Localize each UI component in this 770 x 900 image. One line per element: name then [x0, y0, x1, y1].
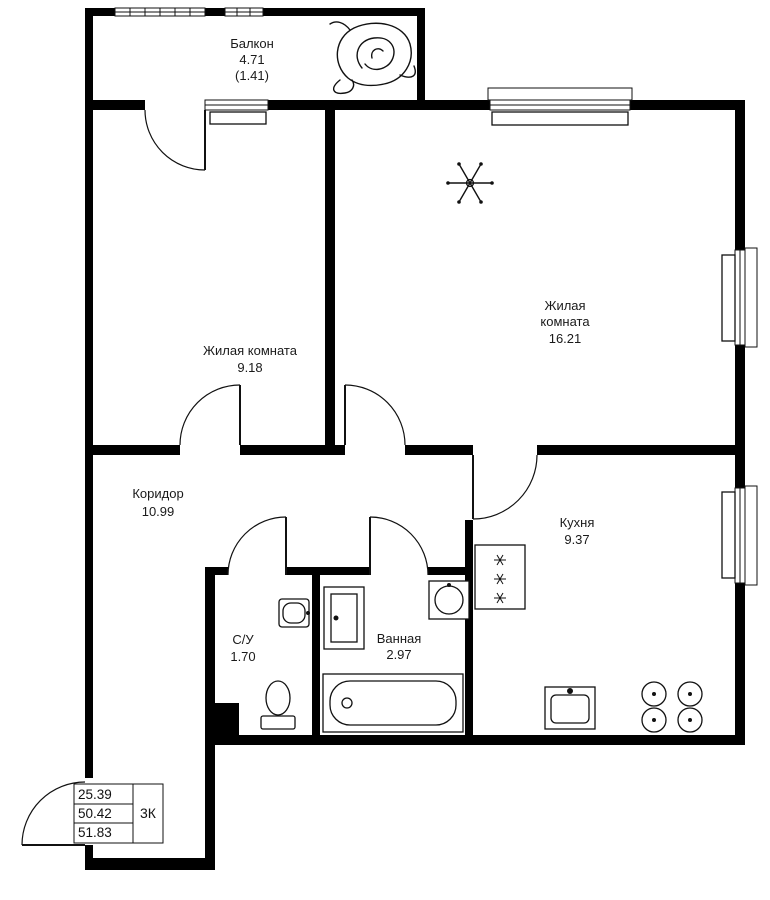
wall-right	[735, 100, 745, 250]
radiator	[721, 491, 736, 579]
wall-vestibule-right	[205, 745, 215, 870]
toilet	[260, 680, 296, 730]
wall-left	[85, 100, 93, 778]
legend-total-area: 51.83	[78, 825, 112, 840]
wall-top	[630, 100, 745, 110]
washing-machine	[323, 586, 365, 650]
kitchen-area: 9.37	[564, 532, 589, 547]
living-small-door-swing	[179, 384, 241, 446]
living-small-label: Жилая комната	[203, 343, 298, 358]
gas-heater	[474, 544, 526, 610]
wall-bath-top	[428, 567, 473, 575]
wall-kitchen-left	[465, 520, 473, 735]
wall-corridor	[537, 445, 745, 455]
wall-bath-left	[205, 567, 215, 735]
radiator	[491, 111, 629, 126]
kitchen-label: Кухня	[560, 515, 595, 530]
balcony-door-swing	[144, 109, 206, 171]
living-large-area: 16.21	[549, 331, 582, 346]
doors	[21, 109, 538, 846]
living-large-label-line2: комната	[540, 314, 590, 329]
wall-vestibule-bottom	[85, 858, 215, 870]
decorations	[329, 21, 494, 204]
wall-balcony-top	[263, 8, 425, 16]
bathroom-label: Ванная	[377, 631, 422, 646]
wall-bottom	[205, 735, 745, 745]
wc-label: С/У	[232, 632, 254, 647]
wall-between-rooms	[325, 110, 335, 455]
windows	[114, 7, 758, 586]
wc-sink	[278, 598, 310, 628]
radiator	[721, 254, 736, 342]
legend-area: 50.42	[78, 806, 112, 821]
window-sill	[744, 247, 758, 348]
asterisk-icon	[494, 554, 506, 566]
wall-wc-bath-divider	[312, 575, 320, 735]
fixtures	[260, 544, 703, 733]
kitchen-door-swing	[472, 454, 538, 520]
wall-bath-top	[205, 567, 228, 575]
bathroom-area: 2.97	[386, 647, 411, 662]
wall-corridor	[240, 445, 345, 455]
kitchen-sink	[544, 686, 596, 730]
corridor-label: Коридор	[132, 486, 183, 501]
living-large-label-line1: Жилая	[544, 298, 585, 313]
asterisk-icon	[494, 573, 506, 585]
bathroom-door-swing	[369, 516, 429, 576]
wall-balcony-left	[85, 8, 93, 100]
radiators	[209, 111, 736, 579]
wall-corridor	[93, 445, 180, 455]
bathtub	[322, 673, 464, 733]
wc-door-swing	[227, 516, 287, 576]
corridor-area: 10.99	[142, 504, 175, 519]
bathroom-sink	[428, 580, 470, 620]
wall-balcony-right	[417, 8, 425, 100]
balcony-area-reduced: (1.41)	[235, 68, 269, 83]
balcony-label: Балкон	[230, 36, 274, 51]
entrance-door-swing	[21, 781, 86, 846]
snowflake-icon	[446, 162, 494, 204]
wall-right	[735, 583, 745, 745]
legend-box	[73, 783, 164, 844]
interior-walls	[93, 110, 745, 735]
stove	[641, 681, 703, 733]
balcony-area: 4.71	[239, 52, 264, 67]
asterisk-icon	[494, 592, 506, 604]
wall-top	[85, 100, 145, 110]
exterior-walls	[85, 8, 745, 870]
wc-area: 1.70	[230, 649, 255, 664]
wall-right	[735, 345, 745, 488]
radiator	[209, 111, 267, 125]
wall-top	[268, 100, 490, 110]
plant-icon	[329, 21, 416, 95]
window-sill	[487, 87, 633, 101]
living-large-door-swing	[344, 384, 406, 446]
legend-apartment-type: 3К	[140, 805, 157, 821]
wall-balcony-top	[205, 8, 225, 16]
living-small-area: 9.18	[237, 360, 262, 375]
legend-living-area: 25.39	[78, 787, 112, 802]
wall-balcony-top	[93, 8, 115, 16]
wall-corridor	[405, 445, 473, 455]
wall-left	[85, 845, 93, 870]
vent-shaft	[213, 703, 239, 735]
window-sill	[744, 485, 758, 586]
area-legend: 25.39 50.42 51.83 3К	[73, 783, 164, 844]
wall-bath-top	[286, 567, 370, 575]
room-labels: Балкон 4.71 (1.41) Жилая комната 9.18 Жи…	[132, 36, 594, 664]
